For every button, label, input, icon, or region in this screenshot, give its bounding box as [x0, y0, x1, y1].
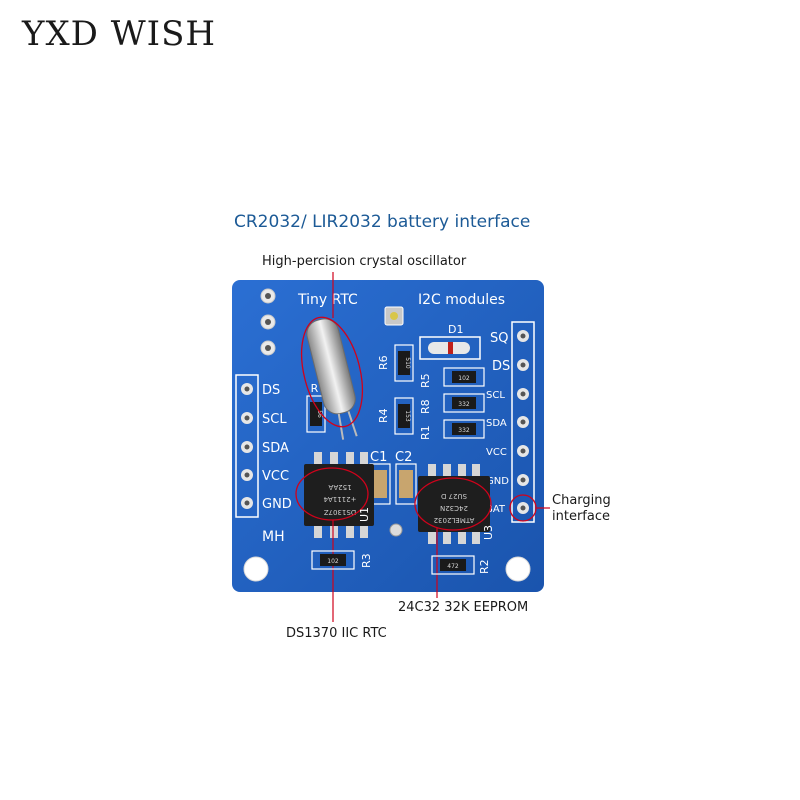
right-pin-scl: SCL	[486, 390, 505, 401]
left-pin-gnd: GND	[262, 497, 292, 512]
crystal-callout-circle	[300, 316, 364, 428]
board-corner-label: MH	[262, 529, 285, 545]
chip-u3: ATMEL2032 24C32N SU27 D	[418, 464, 490, 544]
right-pin-gnd: GND	[486, 476, 509, 487]
diode-d1	[419, 336, 481, 360]
resistor-code: 510	[404, 357, 411, 369]
resistor-r5: 102	[443, 367, 485, 387]
resistor-code: 153	[404, 410, 411, 422]
resistor-r6: 510	[394, 344, 414, 382]
resistor-r2: 472	[431, 555, 475, 575]
right-header	[511, 321, 535, 523]
chip-u1-marking: DS1307Z	[324, 508, 357, 516]
resistor-code: 332	[458, 401, 470, 408]
label-r8: R8	[419, 399, 432, 414]
board-title-tiny-rtc: Tiny RTC	[297, 292, 358, 308]
right-pin-ds: DS	[492, 359, 510, 374]
chip-u1-marking: 152AA	[328, 483, 351, 491]
label-u1: U1	[358, 507, 371, 522]
resistor-r7: 56	[306, 395, 326, 433]
label-r5: R5	[419, 373, 432, 388]
brand-watermark: YXD WISH	[22, 14, 217, 54]
label-d1: D1	[448, 323, 463, 336]
mounting-hole	[505, 556, 531, 582]
crystal-oscillator	[306, 318, 358, 440]
left-header	[235, 374, 259, 518]
battery-pads	[260, 288, 276, 356]
charging-callout-label: Charging interface	[552, 493, 611, 525]
label-r6: R6	[377, 355, 390, 370]
label-u3: U3	[482, 525, 495, 540]
left-pin-scl: SCL	[262, 412, 287, 427]
chip-u1-marking: +2111A4	[323, 495, 356, 503]
label-r2: R2	[478, 559, 491, 574]
right-pin-sda: SDA	[486, 418, 507, 429]
right-pin-bat: BAT	[486, 504, 506, 515]
label-c2: C2	[395, 450, 412, 465]
chip-u3-marking: SU27 D	[441, 492, 467, 500]
resistor-code: 102	[458, 375, 470, 382]
label-r3: R3	[360, 553, 373, 568]
mounting-hole	[243, 556, 269, 582]
board-title-i2c: I2C modules	[418, 292, 505, 308]
via-hole	[389, 523, 403, 537]
charging-callout-line1: Charging	[552, 493, 611, 508]
rtc-callout-circle	[295, 467, 369, 521]
chip-u3-marking: ATMEL2032	[434, 516, 475, 524]
resistor-r4: 153	[394, 397, 414, 435]
crystal-callout-label: High-percision crystal oscillator	[262, 254, 467, 269]
resistor-code: 102	[327, 558, 339, 565]
chip-u1: DS1307Z +2111A4 152AA	[304, 452, 374, 538]
resistor-r1: 332	[443, 419, 485, 439]
right-pin-vcc: VCC	[486, 447, 507, 458]
left-pin-vcc: VCC	[262, 469, 289, 484]
eeprom-callout-label: 24C32 32K EEPROM	[398, 600, 529, 615]
chip-u3-marking: 24C32N	[440, 504, 468, 512]
label-r4: R4	[377, 408, 390, 423]
left-pin-sda: SDA	[262, 441, 289, 456]
left-pin-ds: DS	[262, 383, 280, 398]
pcb-board	[232, 280, 544, 592]
resistor-code: 472	[447, 563, 459, 570]
rtc-callout-label: DS1370 IIC RTC	[286, 626, 387, 641]
label-c1: C1	[370, 450, 387, 465]
charging-callout-line2: interface	[552, 509, 610, 524]
resistor-code: 332	[458, 427, 470, 434]
label-r1: R1	[419, 425, 432, 440]
right-pin-sq: SQ	[490, 331, 508, 346]
eeprom-callout-circle	[414, 477, 492, 531]
resistor-r8: 332	[443, 393, 485, 413]
resistor-r3: 102	[311, 550, 355, 570]
battery-interface-caption: CR2032/ LIR2032 battery interface	[234, 212, 531, 232]
capacitor-c2	[395, 463, 417, 505]
resistor-code: 56	[316, 410, 323, 418]
